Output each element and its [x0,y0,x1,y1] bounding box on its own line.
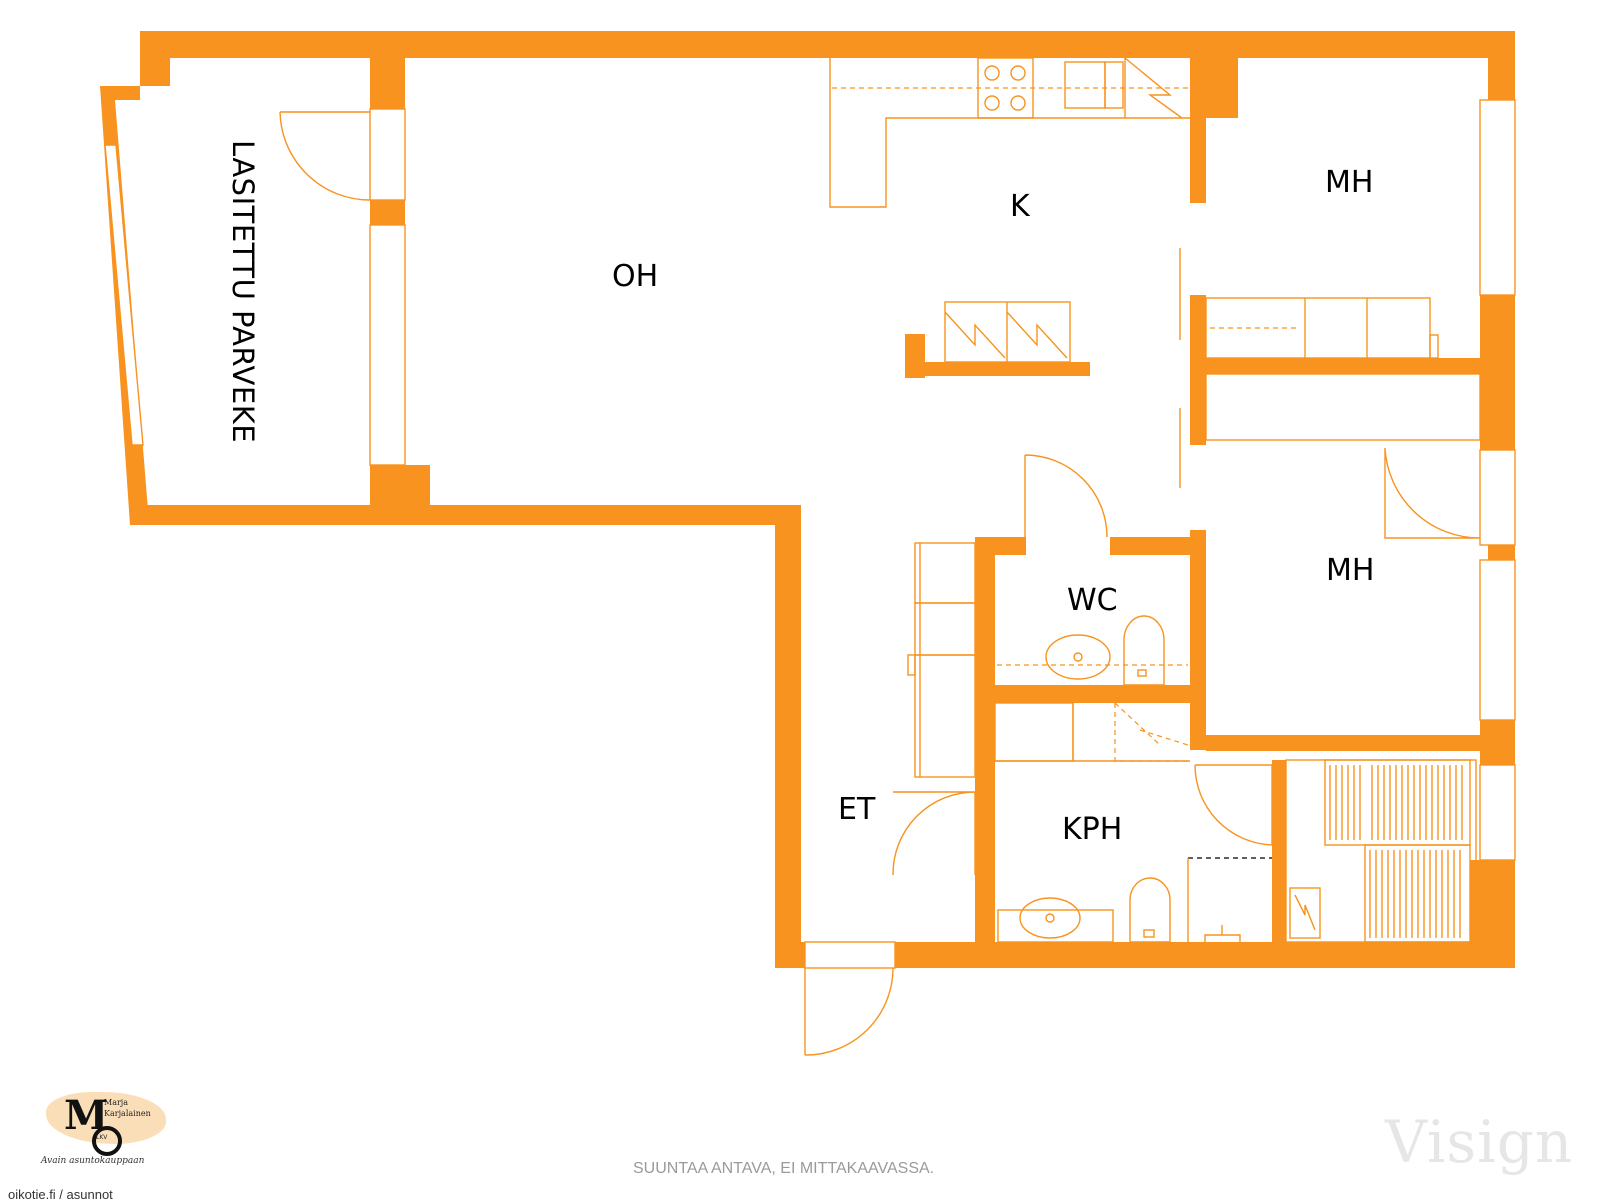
sauna-benches [1285,759,1477,943]
room-label-oh: OH [612,259,659,294]
wardrobes [1205,297,1481,441]
doors [279,111,1481,1056]
logo-tagline: Avain asuntokauppaan [41,1156,145,1166]
entrance-closets [907,542,976,778]
room-label-balcony: LASITETTU PARVEKE [226,140,260,444]
bathroom-fixtures [994,702,1272,943]
room-label-mh-upper: MH [1325,165,1374,200]
logo-suffix: LKV [96,1134,108,1141]
room-label-wc: WC [1067,583,1118,618]
room-label-et: ET [838,792,876,827]
kitchen-fixtures [829,57,1190,363]
source-text: oikotie.fi / asunnot [8,1187,113,1202]
room-label-k: K [1010,189,1030,224]
logo-last-name: Karjalainen [104,1109,151,1118]
disclaimer-text: SUUNTAA ANTAVA, EI MITTAKAAVASSA. [633,1160,935,1177]
logo-ring-icon [92,1126,122,1156]
exterior-walls [100,31,1515,968]
room-label-kph: KPH [1062,812,1123,847]
room-label-mh-lower: MH [1326,553,1375,588]
wc-fixtures [997,615,1188,686]
logo-first-name: Marja [104,1098,129,1107]
interior-walls [905,58,1515,968]
agency-logo: M Marja Karjalainen LKV Avain asuntokaup… [38,1090,168,1170]
windows [104,99,1516,969]
watermark-text: Visign [1385,1108,1574,1176]
